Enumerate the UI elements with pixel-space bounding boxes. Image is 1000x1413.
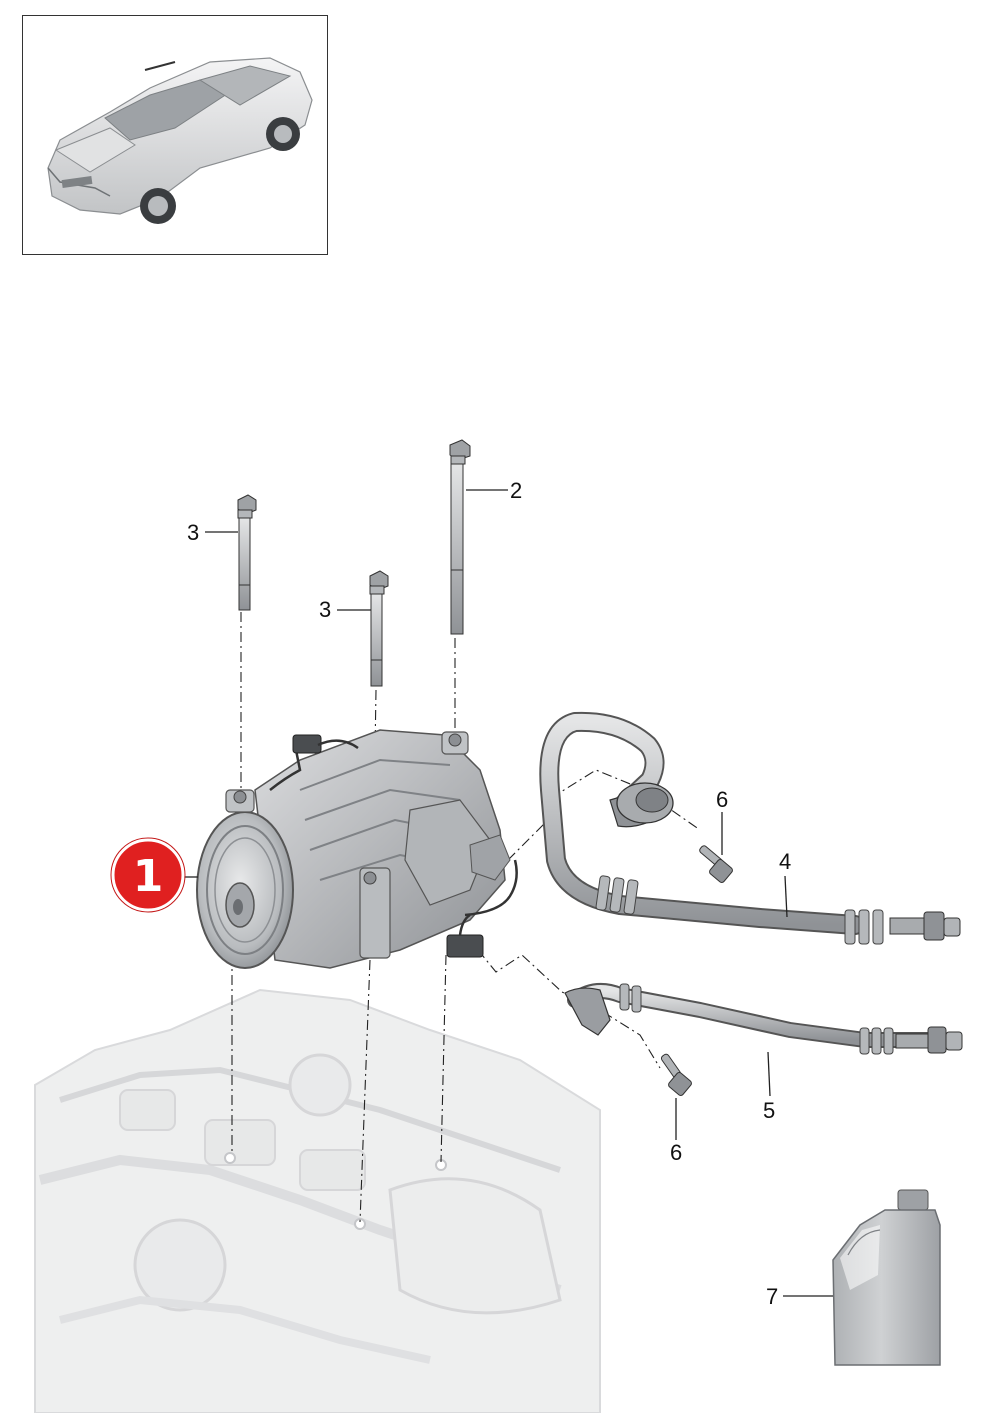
bolt-left <box>237 494 257 611</box>
car-illustration <box>47 57 313 224</box>
hose-upper-ribs <box>595 875 884 945</box>
hose-upper <box>539 711 961 945</box>
screw-lower <box>660 1053 692 1096</box>
callout-5: 5 <box>763 1098 775 1123</box>
vehicle-thumbnail <box>22 15 328 255</box>
callout-3-mid: 3 <box>319 597 331 622</box>
bolt-mid <box>369 570 389 687</box>
callout-7: 7 <box>766 1284 778 1309</box>
highlight-badge[interactable]: 1 <box>110 837 186 913</box>
badge-number: 1 <box>133 851 164 902</box>
hose-lower-ribs <box>619 983 894 1055</box>
oil-container <box>832 1189 941 1366</box>
hose-lower <box>564 983 963 1055</box>
engine-block-background <box>34 988 601 1413</box>
leader-lines <box>183 489 833 1297</box>
screw-upper <box>699 845 733 883</box>
ac-compressor <box>196 729 518 969</box>
callout-6-upper: 6 <box>716 787 728 812</box>
callout-6-lower: 6 <box>670 1140 682 1165</box>
bolt-long <box>449 439 471 635</box>
callout-2: 2 <box>510 478 522 503</box>
callout-4: 4 <box>779 849 791 874</box>
badge-circle <box>111 838 185 912</box>
callout-3-left: 3 <box>187 520 199 545</box>
